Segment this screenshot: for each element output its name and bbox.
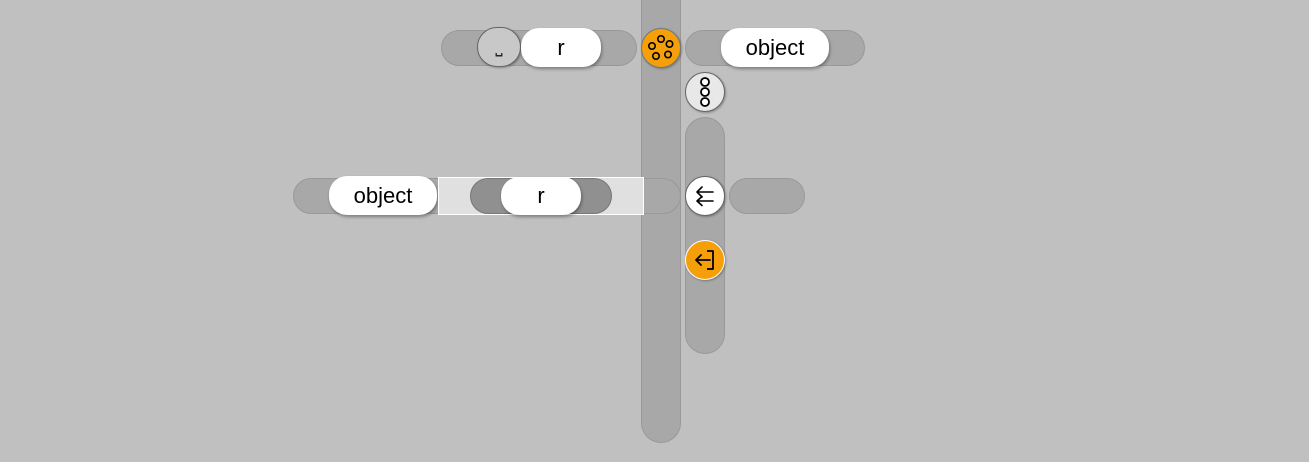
middle-right-track [729,178,805,214]
exit-button[interactable] [685,240,725,280]
middle-object-pill[interactable]: object [329,176,437,215]
vertical-track [641,0,681,443]
swap-button[interactable] [685,176,725,216]
top-r-pill[interactable]: r [521,28,601,67]
dots-ring-icon [648,35,674,60]
middle-object-label: object [353,182,413,208]
top-object-label: object [745,34,805,60]
hub-button[interactable] [641,28,681,68]
space-symbol-button[interactable]: ⎵ [477,27,521,67]
exit-arrow-icon [695,250,714,270]
swap-arrows-icon [696,186,714,207]
toggle-r-pill[interactable]: r [501,177,581,215]
toggle-r-label: r [537,183,545,208]
vertical-dots-icon [700,77,710,107]
side-track [685,117,725,354]
top-r-label: r [557,34,565,60]
menu-button[interactable] [685,72,725,112]
top-object-pill[interactable]: object [721,28,829,67]
space-symbol: ⎵ [495,36,503,57]
